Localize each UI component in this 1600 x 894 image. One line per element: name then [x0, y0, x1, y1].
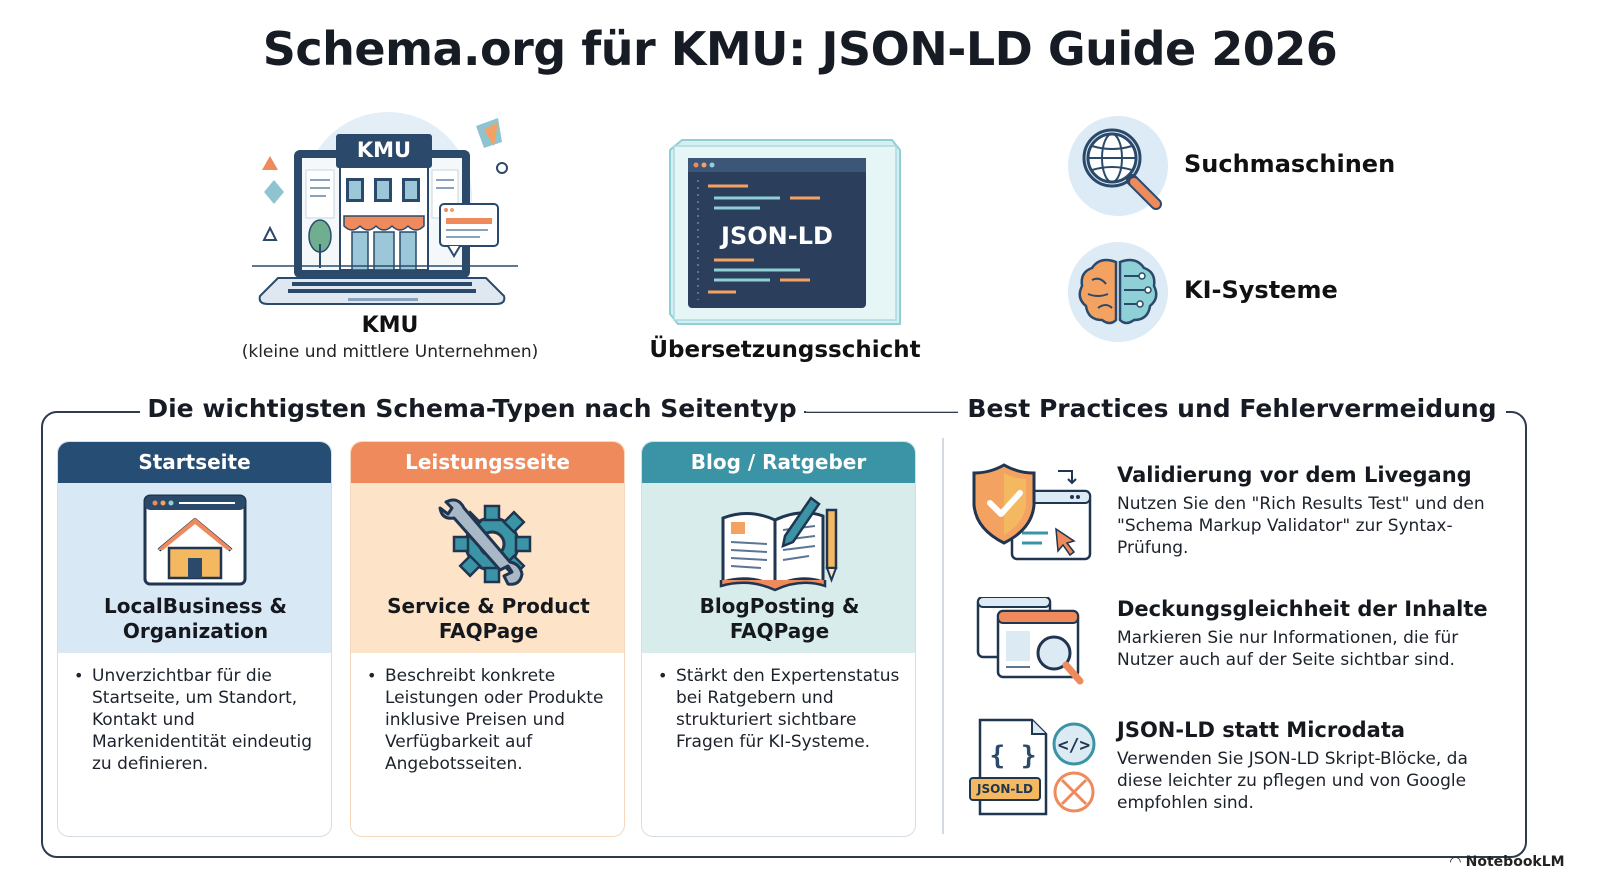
- practice-validation: Validierung vor dem Livegang Nutzen Sie …: [968, 463, 1508, 573]
- card-header: Blog / Ratgeber: [642, 442, 915, 483]
- json-ld-code-label: JSON-LD: [721, 222, 833, 250]
- svg-text:{ }: { }: [990, 741, 1037, 771]
- practice-title: Validierung vor dem Livegang: [1117, 463, 1472, 487]
- svg-text:</>: </>: [1058, 735, 1091, 756]
- target-search-engines: Suchmaschinen: [1068, 116, 1488, 216]
- shield-check-icon: [972, 463, 1092, 561]
- target-label-ai: KI-Systeme: [1184, 276, 1338, 304]
- practice-consistency: Deckungsgleichheit der Inhalte Markieren…: [968, 597, 1508, 707]
- globe-search-icon: [1082, 128, 1162, 210]
- json-ld-layer-illustration: JSON-LD: [660, 128, 910, 338]
- card-leistungsseite: Leistungsseite Service & Product FAQPage…: [350, 441, 625, 837]
- card-schema-title: Service & Product FAQPage: [387, 594, 590, 643]
- translation-layer-label: Übersetzungsschicht: [649, 337, 921, 363]
- card-bullet: Beschreibt konkrete Leistungen oder Prod…: [385, 666, 604, 774]
- frame-connector-line: [806, 411, 958, 412]
- section-title-schema-types: Die wichtigsten Schema-Typen nach Seiten…: [147, 394, 797, 423]
- practice-text: Verwenden Sie JSON-LD Skript-Blöcke, da …: [1117, 749, 1468, 813]
- practice-text: Markieren Sie nur Informationen, die für…: [1117, 628, 1459, 670]
- notebooklm-logo-icon: ◠: [1450, 854, 1461, 870]
- practice-title: JSON-LD statt Microdata: [1117, 718, 1406, 742]
- card-bullet: Stärkt den Expertenstatus bei Ratgebern …: [676, 666, 900, 752]
- card-header: Leistungsseite: [351, 442, 624, 483]
- practice-json-ld: { } </> JSON-LD JSON-LD statt Microdata …: [968, 718, 1508, 828]
- card-header: Startseite: [58, 442, 331, 483]
- brand-label: NotebookLM: [1465, 854, 1565, 870]
- kmu-subtitle: (kleine und mittlere Unternehmen): [241, 342, 539, 362]
- kmu-laptop-illustration: KMU: [248, 108, 538, 318]
- json-ld-file-label: JSON-LD: [977, 782, 1033, 796]
- brain-circuit-icon: [1078, 258, 1158, 325]
- open-book-pen-icon: [719, 496, 838, 592]
- card-bullet: Unverzichtbar für die Startseite, um Sta…: [92, 666, 312, 774]
- card-schema-title: LocalBusiness & Organization: [104, 594, 287, 643]
- target-label-search: Suchmaschinen: [1184, 150, 1396, 178]
- practice-text: Nutzen Sie den "Rich Results Test" und d…: [1117, 494, 1485, 558]
- house-icon: [143, 494, 247, 586]
- section-divider: [942, 438, 944, 834]
- window-magnifier-icon: [976, 597, 1084, 685]
- card-startseite: Startseite LocalBusiness & Organization …: [57, 441, 332, 837]
- kmu-badge: KMU: [356, 138, 412, 162]
- card-schema-title: BlogPosting & FAQPage: [699, 594, 860, 643]
- wrench-gear-icon: [438, 498, 532, 586]
- card-blog-ratgeber: Blog / Ratgeber BlogPosting & FAQPage • …: [641, 441, 916, 837]
- kmu-title: KMU: [361, 313, 419, 338]
- section-title-best-practices: Best Practices und Fehlervermeidung: [967, 394, 1497, 423]
- target-ai-systems: KI-Systeme: [1068, 242, 1488, 342]
- json-file-icon: { } </>: [969, 718, 1096, 816]
- practice-title: Deckungsgleichheit der Inhalte: [1117, 597, 1488, 621]
- notebooklm-watermark: ◠ NotebookLM: [1450, 854, 1590, 870]
- page-title: Schema.org für KMU: JSON-LD Guide 2026: [262, 22, 1338, 76]
